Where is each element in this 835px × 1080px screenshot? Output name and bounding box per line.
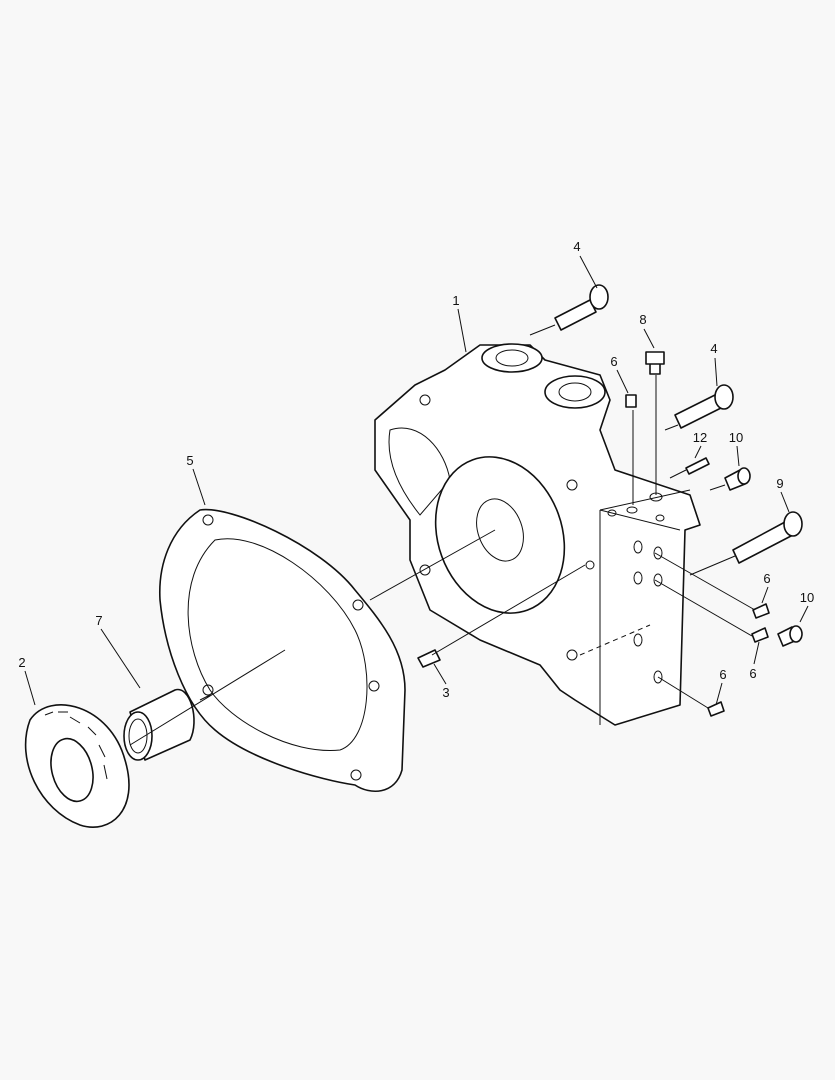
plug-top-part [625, 394, 637, 408]
dowel-pin-part [417, 649, 441, 668]
housing-part [374, 343, 701, 726]
callout-10-upper[interactable]: 10 [729, 430, 743, 445]
callout-3[interactable]: 3 [442, 685, 449, 700]
callout-2[interactable]: 2 [18, 655, 25, 670]
assembly-lines [129, 324, 756, 746]
plug-hex-part [645, 351, 665, 375]
callout-5[interactable]: 5 [186, 453, 193, 468]
gasket-part [159, 508, 406, 792]
callout-8[interactable]: 8 [639, 312, 646, 327]
cap-screw-upper-part [554, 284, 609, 331]
needle-bearing-part [123, 688, 195, 761]
plug-upper-part [724, 467, 751, 491]
callout-1[interactable]: 1 [452, 293, 459, 308]
cap-screw-middle-part [674, 384, 734, 429]
plug-right-lower-part [751, 627, 769, 643]
plug-lower-part [777, 625, 803, 647]
callout-12[interactable]: 12 [693, 430, 707, 445]
callout-6-right-lower[interactable]: 6 [749, 666, 756, 681]
set-screw-part [685, 457, 710, 475]
cap-screw-long-part [732, 511, 803, 564]
callout-6-top[interactable]: 6 [610, 354, 617, 369]
leader-lines [24, 255, 809, 706]
callout-6-bottom[interactable]: 6 [719, 667, 726, 682]
port-plate-part [24, 704, 130, 828]
callout-10-lower[interactable]: 10 [800, 590, 814, 605]
callout-4-middle[interactable]: 4 [710, 341, 717, 356]
callout-7[interactable]: 7 [95, 613, 102, 628]
callout-6-right-upper[interactable]: 6 [763, 571, 770, 586]
plug-right-upper-part [752, 603, 770, 619]
callout-9[interactable]: 9 [776, 476, 783, 491]
callout-4-upper[interactable]: 4 [573, 239, 580, 254]
